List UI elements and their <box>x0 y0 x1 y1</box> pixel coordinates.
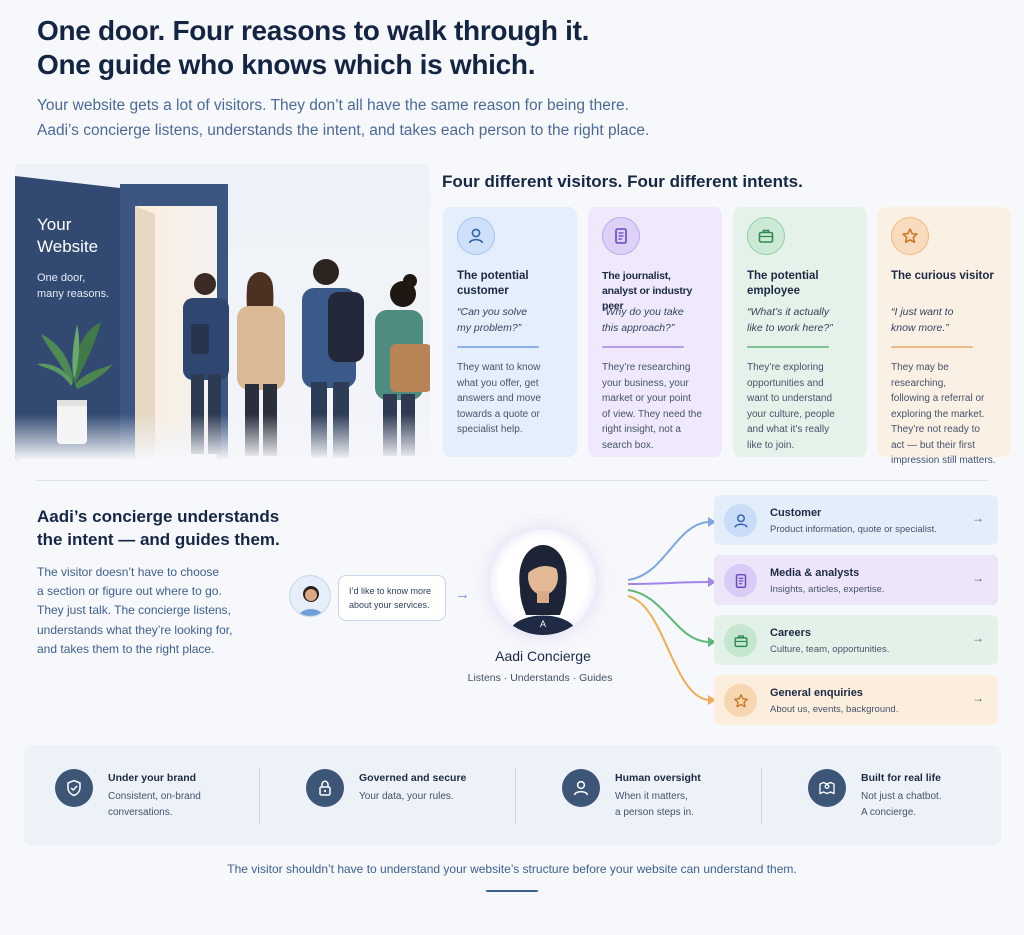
arrow-right-icon: → <box>455 586 470 603</box>
feature-title: Built for real life <box>861 772 941 784</box>
arrow-right-icon: → <box>972 691 984 705</box>
feature-title: Under your brand <box>108 772 197 784</box>
intent-card-divider <box>747 346 829 348</box>
arrow-right-icon: → <box>972 571 984 585</box>
destination-title: General enquiries <box>770 687 863 699</box>
destination-title: Careers <box>770 627 811 639</box>
visitor-message-line-1: I’d like to know more <box>349 586 432 596</box>
intent-card-title: The journalist,analyst or industry peer <box>602 270 693 312</box>
footer-tagline: The visitor shouldn’t have to understand… <box>227 862 797 876</box>
aadi-badge-letter: A <box>540 619 546 629</box>
intent-card-title: The curious visitor <box>891 270 994 282</box>
concierge-heading-line-2: the intent — and guides them. <box>37 530 280 549</box>
briefcase-icon <box>724 624 757 657</box>
briefcase-icon <box>747 217 785 255</box>
door-panel-title-line-2: Website <box>37 237 99 256</box>
user-icon <box>457 217 495 255</box>
door-panel-title-line-1: Your <box>37 215 72 234</box>
destination-title: Media & analysts <box>770 567 860 579</box>
door-panel-title: Your Website <box>37 214 98 258</box>
intent-card-divider <box>457 346 539 348</box>
visitor-message-line-2: about your services. <box>349 600 430 610</box>
destination-subtitle: Product information, quote or specialist… <box>770 524 937 535</box>
aadi-concierge-name: Aadi Concierge <box>495 648 591 664</box>
destination-media-analysts[interactable]: Media & analysts Insights, articles, exp… <box>714 555 998 605</box>
destination-subtitle: Insights, articles, expertise. <box>770 584 885 595</box>
page-subtitle-line-1: Your website gets a lot of visitors. The… <box>37 97 629 114</box>
page-title-line-2: One guide who knows which is which. <box>37 49 536 80</box>
destination-subtitle: About us, events, background. <box>770 704 899 715</box>
concierge-heading: Aadi’s concierge understands the intent … <box>37 505 280 551</box>
intent-card-body: They may be researching,following a refe… <box>891 362 996 466</box>
star-icon <box>724 684 757 717</box>
door-panel-subtitle-line-2: many reasons. <box>37 288 110 300</box>
person-icon <box>562 769 600 807</box>
destination-general-enquiries[interactable]: General enquiries About us, events, back… <box>714 675 998 725</box>
intents-heading: Four different visitors. Four different … <box>442 172 803 191</box>
door-panel-subtitle-line-1: One door, <box>37 272 86 284</box>
feature-separator <box>515 768 516 824</box>
shield-check-icon <box>55 769 93 807</box>
section-divider <box>36 480 988 481</box>
map-pin-icon <box>808 769 846 807</box>
arrow-right-icon: → <box>972 511 984 525</box>
door-scene-graphic <box>15 176 430 460</box>
arrow-right-icon: → <box>972 631 984 645</box>
intent-card-divider <box>891 346 973 348</box>
page-title: One door. Four reasons to walk through i… <box>37 14 757 82</box>
destination-subtitle: Culture, team, opportunities. <box>770 644 890 655</box>
intent-card-divider <box>602 346 684 348</box>
feature-title: Human oversight <box>615 772 701 784</box>
concierge-heading-line-1: Aadi’s concierge understands <box>37 507 280 526</box>
aadi-concierge-avatar: A <box>490 529 596 635</box>
feature-title: Governed and secure <box>359 772 467 784</box>
lock-icon <box>306 769 344 807</box>
feature-description: Your data, your rules. <box>359 791 454 802</box>
feature-description: When it matters,a person steps in. <box>615 791 694 818</box>
document-icon <box>724 564 757 597</box>
intent-card-journalist: The journalist,analyst or industry peer … <box>588 207 722 457</box>
aadi-concierge-capabilities: Listens · Understands · Guides <box>467 672 613 684</box>
visitor-message-bubble: I’d like to know more about your service… <box>338 575 446 621</box>
destination-title: Customer <box>770 507 822 519</box>
user-icon <box>724 504 757 537</box>
routing-flow-lines <box>627 517 716 705</box>
destination-customer[interactable]: Customer Product information, quote or s… <box>714 495 998 545</box>
door-panel-subtitle: One door, many reasons. <box>37 270 109 302</box>
feature-description: Not just a chatbot.A concierge. <box>861 791 942 818</box>
door-illustration: Your Website One door, many reasons. <box>15 164 430 460</box>
page-title-line-1: One door. Four reasons to walk through i… <box>37 15 590 46</box>
star-icon <box>891 217 929 255</box>
footer-underline <box>486 890 538 892</box>
feature-separator <box>761 768 762 824</box>
page-subtitle: Your website gets a lot of visitors. The… <box>37 93 797 143</box>
feature-separator <box>259 768 260 824</box>
document-icon <box>602 217 640 255</box>
visitor-avatar <box>289 575 331 617</box>
page-subtitle-line-2: Aadi’s concierge listens, understands th… <box>37 122 650 139</box>
destination-careers[interactable]: Careers Culture, team, opportunities. → <box>714 615 998 665</box>
